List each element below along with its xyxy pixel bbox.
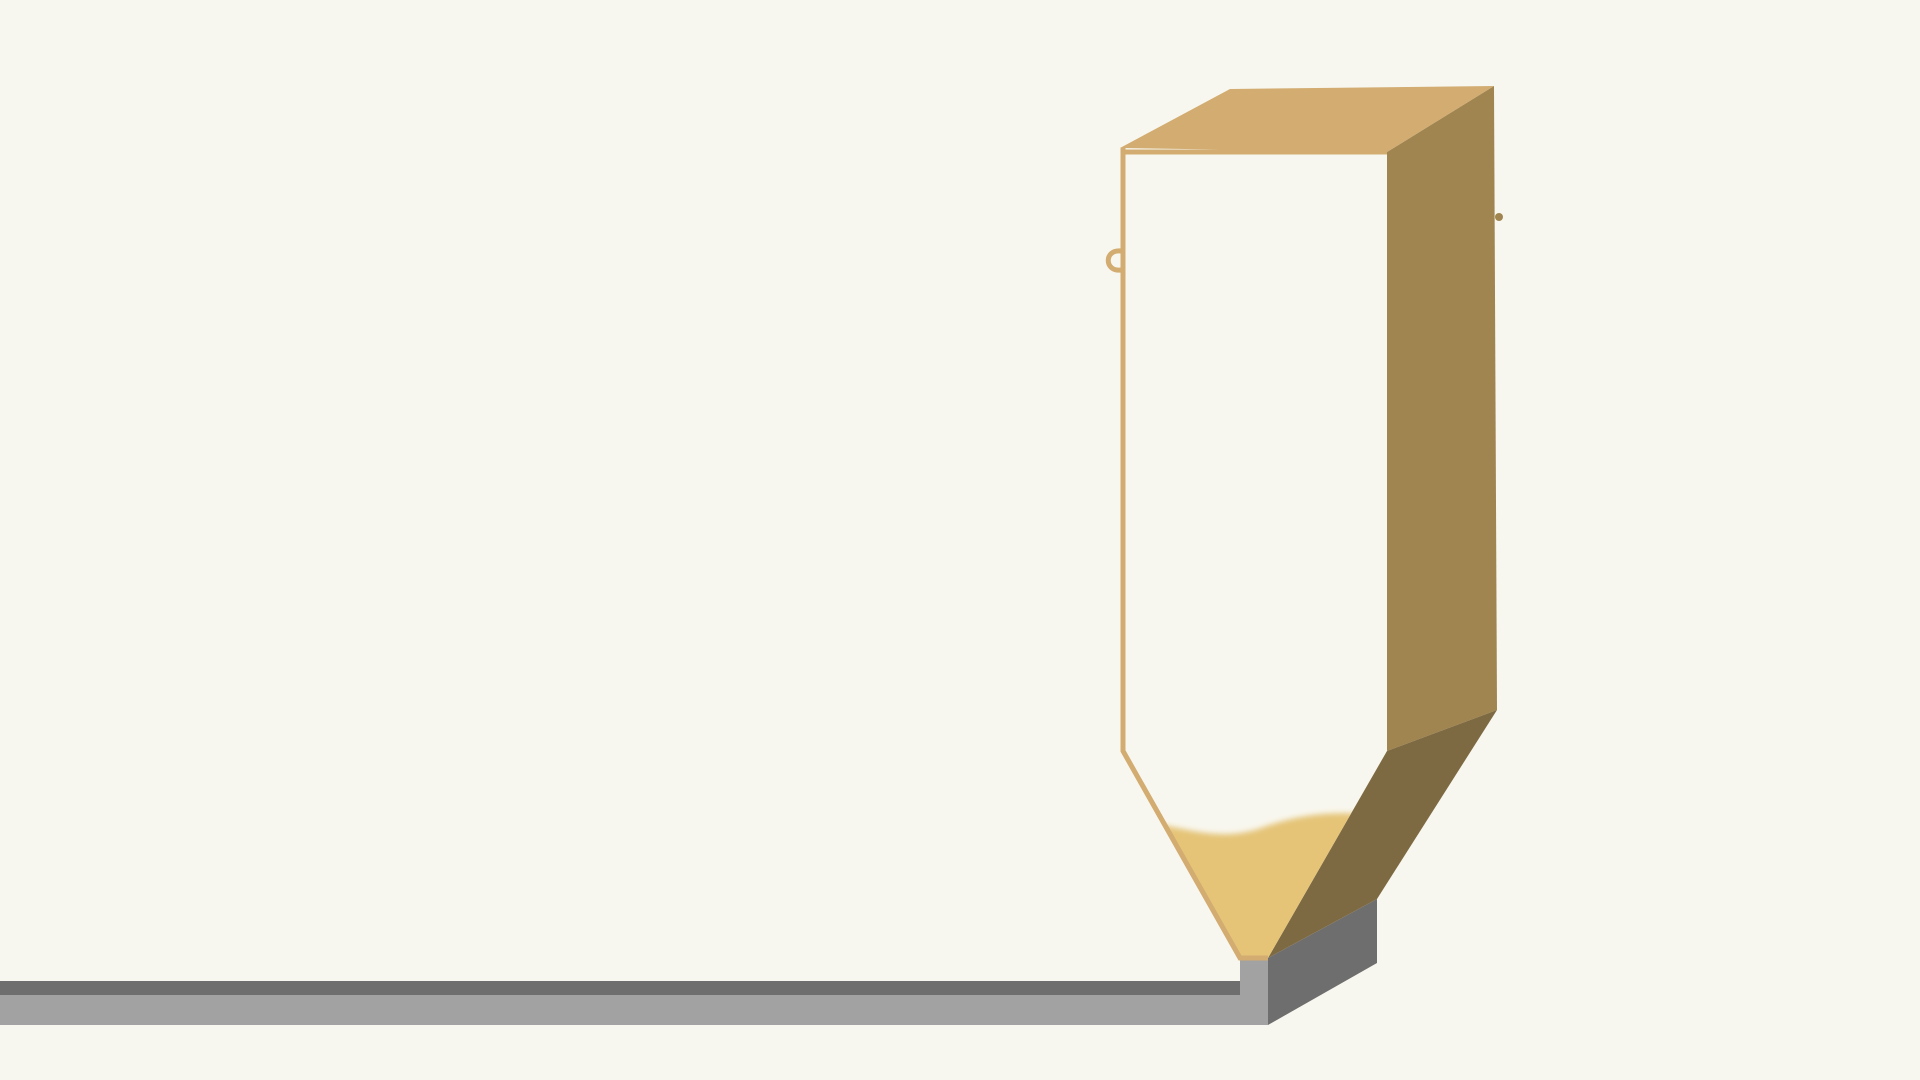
pipe-top-edge [0,981,1240,995]
silo-bracket-left [1105,248,1122,273]
silo-outline [1120,148,1387,961]
bracket-nub-far [1495,213,1503,221]
hopper-side-face [1268,710,1497,958]
silo-top-face [1120,86,1494,152]
pipe-side-face [1268,899,1377,1025]
silo-side-face [1387,86,1497,751]
bracket-nub-right [1388,256,1396,264]
outlet-pipe [0,899,1377,1025]
pipe-front-face [0,958,1268,1025]
